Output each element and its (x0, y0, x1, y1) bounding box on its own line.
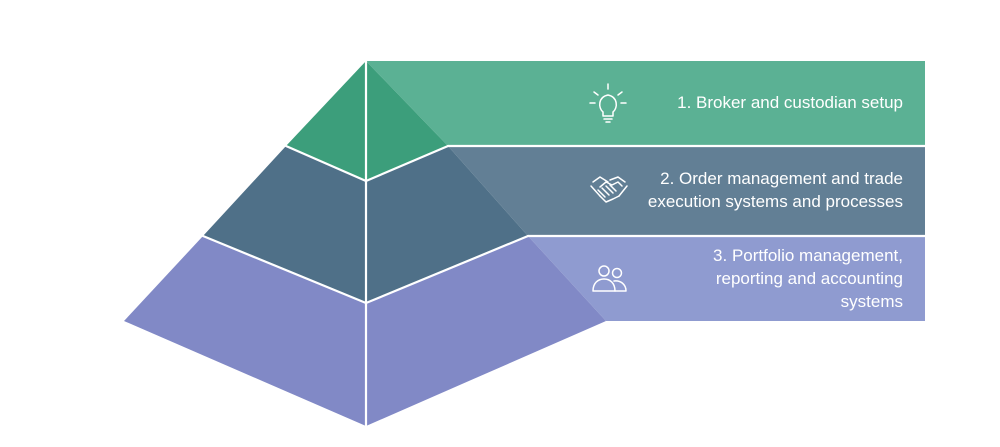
lightbulb-icon (589, 83, 627, 123)
band-order (448, 146, 925, 236)
pyramid-bottom-right (366, 236, 606, 426)
layer-2-line-1: 2. Order management and trade (660, 169, 903, 188)
pyramid-top-right (366, 61, 448, 181)
layer-2-line-2: execution systems and processes (647, 192, 903, 211)
pyramid-separators (201, 59, 927, 428)
band-portfolio (528, 236, 925, 321)
pyramid-top-left (286, 61, 366, 181)
pyramid-middle-right (366, 146, 528, 303)
layer-3-line-2: reporting and accounting (715, 269, 903, 288)
layer-3-label: 3. Portfolio management, reporting and a… (713, 244, 903, 313)
pyramid-bottom-left (124, 236, 366, 426)
layer-1-line-1: 1. Broker and custodian setup (677, 93, 903, 112)
layer-1-label: 1. Broker and custodian setup (677, 91, 903, 114)
band-broker (366, 61, 925, 146)
pyramid-middle-left (203, 146, 366, 303)
handshake-icon (590, 176, 628, 203)
layer-3-line-1: 3. Portfolio management, (713, 246, 903, 265)
layer-3-line-3: systems (840, 292, 903, 311)
layer-2-label: 2. Order management and trade execution … (648, 167, 903, 213)
users-icon (592, 265, 627, 292)
